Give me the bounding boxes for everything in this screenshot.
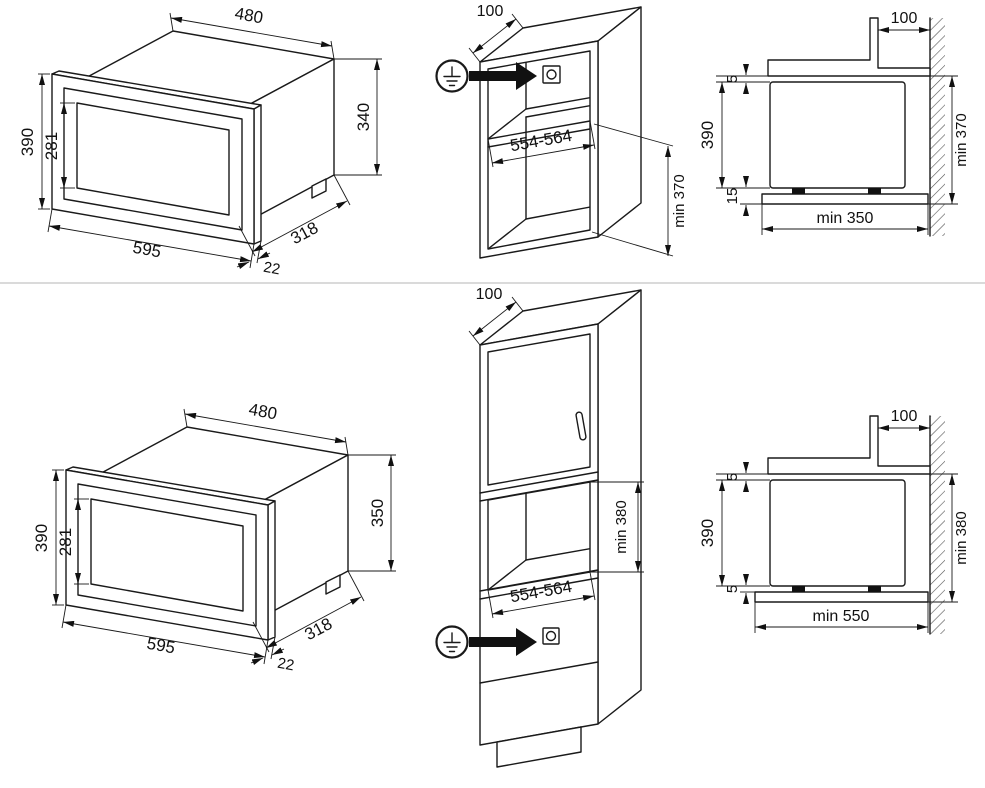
grounding-symbol-icon [435, 59, 469, 93]
dim-label-front-height: 390 [32, 524, 51, 552]
oven-frame-right-edge [253, 104, 262, 245]
dim-top-gap [716, 64, 770, 94]
appliance-profile [769, 81, 906, 189]
section-view-bottom: 100 5 390 5 min 380 min 550 [698, 408, 970, 635]
dim-label-door-height: 281 [56, 528, 75, 556]
dim-label-vent-gap: 100 [476, 286, 503, 303]
dim-top-gap [716, 462, 770, 492]
dim-niche-width [487, 571, 596, 619]
dim-niche-height [928, 473, 958, 603]
dim-label-min-depth: min 550 [813, 608, 870, 625]
section-view-top: 100 5 390 15 min 370 min 350 [698, 10, 970, 237]
oven-labels-top: 390 281 480 340 595 22 318 [18, 4, 373, 279]
dim-label-oven-height: 390 [698, 121, 717, 149]
dim-body-height [334, 58, 382, 176]
dim-niche-width [487, 120, 596, 168]
upper-door [487, 333, 591, 486]
dim-label-body-height: 340 [354, 103, 373, 131]
dim-label-vent-gap: 100 [477, 3, 504, 20]
dim-label-front-width: 595 [145, 634, 176, 658]
column-isometric-bottom: 100 554-564 min 380 [435, 286, 644, 768]
dim-label-body-height: 350 [368, 499, 387, 527]
dim-niche-height [590, 481, 644, 573]
power-socket [542, 627, 560, 645]
top-panel [767, 415, 931, 475]
appliance-profile [769, 479, 906, 587]
dim-body-depth [238, 174, 351, 257]
oven-foot [311, 178, 327, 199]
dim-niche-height [591, 123, 674, 257]
dim-label-top-width: 480 [247, 400, 278, 424]
dim-label-top-gap: 5 [724, 75, 741, 83]
dim-label-frame-depth: 22 [262, 259, 281, 279]
dim-label-vent-gap: 100 [891, 408, 918, 425]
dim-label-top-width: 480 [233, 4, 264, 28]
dim-label-niche-height: min 380 [953, 511, 970, 564]
oven-isometric-geometry [38, 12, 382, 269]
divider-line [479, 661, 599, 684]
appliance-foot [868, 586, 881, 592]
dim-bottom-gap [740, 176, 762, 216]
dim-label-front-width: 595 [131, 238, 162, 262]
bottom-shelf [761, 193, 929, 205]
dim-label-niche-height: min 380 [613, 500, 630, 553]
power-socket-hole [546, 69, 557, 80]
dim-door-height [60, 102, 75, 189]
plinth [496, 726, 582, 768]
door-handle [575, 411, 587, 441]
dim-label-bottom-gap: 5 [724, 585, 741, 593]
dim-label-body-depth: 318 [301, 614, 335, 644]
dim-label-oven-height: 390 [698, 519, 717, 547]
dim-oven-height [716, 82, 770, 189]
cabinet-interior [488, 51, 590, 249]
dim-label-niche-height: min 370 [671, 174, 688, 227]
dim-vent-gap [468, 13, 524, 63]
oven-isometric-bottom [52, 409, 396, 664]
connection-arrow-icon [469, 62, 537, 90]
dim-niche-height [928, 75, 958, 205]
dim-oven-height [716, 480, 770, 587]
wall-hatch [930, 416, 945, 634]
dim-label-door-height: 281 [42, 132, 61, 160]
shelf-front-top [487, 120, 591, 140]
dim-label-niche-height: min 370 [953, 113, 970, 166]
dim-label-min-depth: min 350 [817, 210, 874, 227]
power-socket [542, 65, 561, 84]
appliance-foot [792, 586, 805, 592]
dim-label-top-gap: 5 [724, 473, 741, 481]
dim-label-bottom-gap: 15 [724, 188, 741, 205]
power-socket-hole [545, 630, 557, 642]
cabinet-right-face [597, 6, 642, 238]
grounding-symbol-icon [435, 625, 469, 659]
dim-label-front-height: 390 [18, 128, 37, 156]
dim-min-depth [754, 602, 929, 633]
cabinet-isometric-top: 100 554-564 min 370 [435, 3, 688, 259]
dim-front-height [38, 73, 50, 210]
appliance-foot [792, 188, 805, 194]
dim-min-depth [761, 204, 929, 235]
divider-line [479, 471, 599, 494]
oven-door-glass [76, 102, 230, 216]
appliance-foot [868, 188, 881, 194]
wall-hatch [930, 18, 945, 236]
top-panel [767, 17, 931, 77]
dim-vent-gap [468, 296, 524, 346]
dim-label-vent-gap: 100 [891, 10, 918, 27]
dim-top-width [169, 12, 335, 60]
connection-arrow-icon [469, 628, 537, 656]
bottom-shelf [754, 591, 929, 603]
dim-label-frame-depth: 22 [276, 655, 295, 675]
dim-bottom-gap [740, 574, 755, 604]
dim-label-body-depth: 318 [287, 218, 321, 248]
column-front-face [479, 323, 599, 746]
